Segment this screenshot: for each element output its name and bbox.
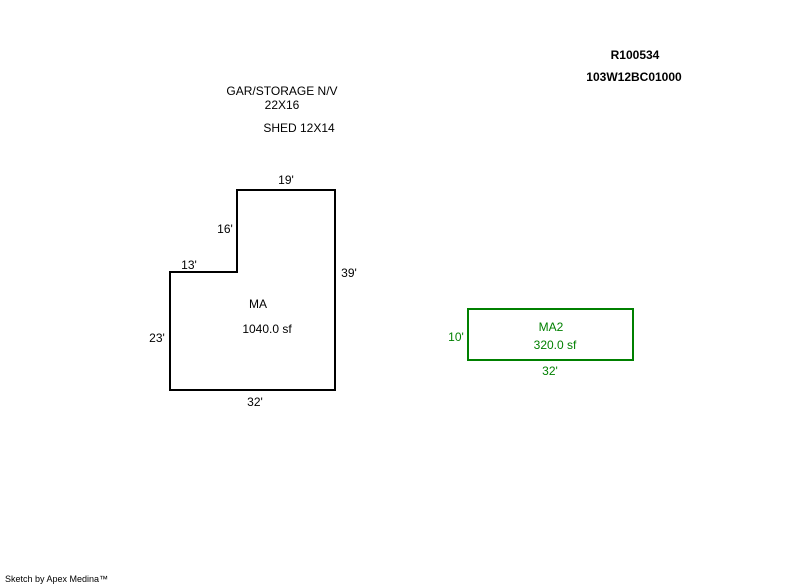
garage-size: 22X16 [264, 98, 300, 112]
ma-area: 1040.0 sf [242, 322, 292, 336]
shed-label: SHED 12X14 [263, 121, 335, 135]
garage-label: GAR/STORAGE N/V [226, 84, 338, 98]
parcel-id: R100534 [610, 48, 660, 62]
ma2-outline [467, 308, 634, 361]
sketch-credit: Sketch by Apex Medina™ [5, 574, 109, 584]
ma-dim-top: 19' [278, 173, 294, 187]
ma-dim-step-horizontal: 13' [181, 258, 197, 272]
ma2-dim-left: 10' [448, 330, 464, 344]
ma-name: MA [249, 297, 267, 311]
ma2-dim-bottom: 32' [542, 364, 558, 378]
ma-outline [169, 189, 336, 391]
ma-dim-right: 39' [341, 266, 357, 280]
ma2-name: MA2 [538, 320, 564, 334]
map-number: 103W12BC01000 [586, 70, 682, 84]
ma-dim-left: 23' [149, 331, 165, 345]
ma-dim-bottom: 32' [247, 395, 263, 409]
ma-dim-step-vertical: 16' [217, 222, 233, 236]
ma2-area: 320.0 sf [533, 338, 577, 352]
